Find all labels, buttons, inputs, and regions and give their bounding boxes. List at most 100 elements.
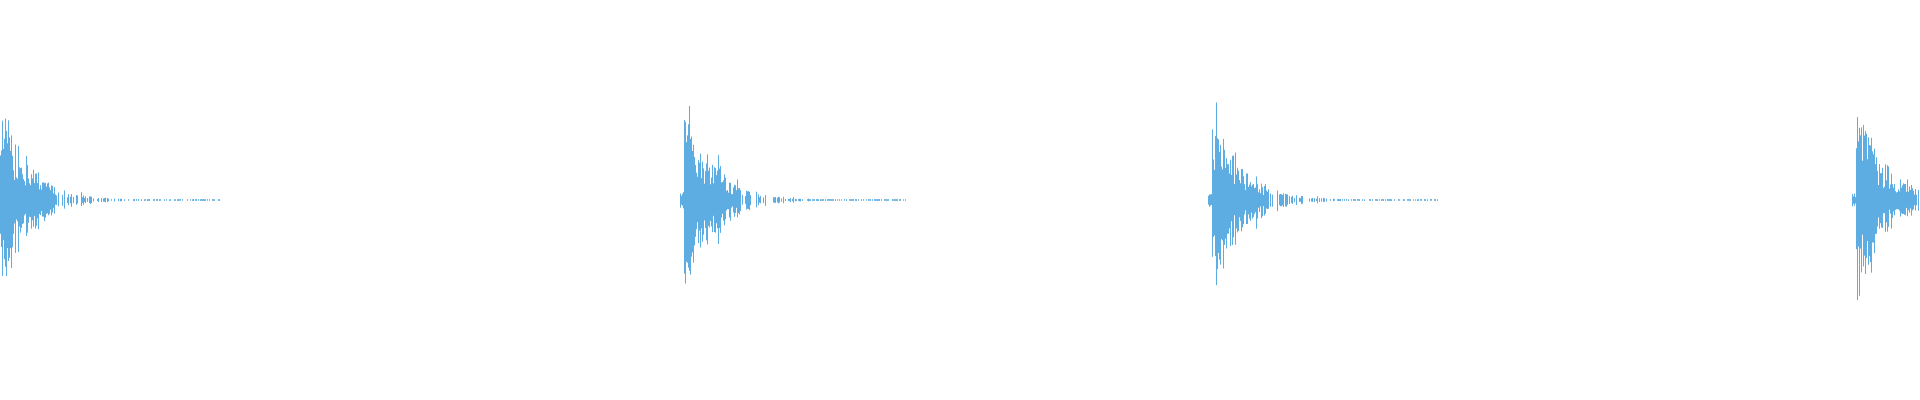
waveform-sample [724, 174, 725, 226]
waveform-sample [700, 153, 701, 248]
waveform-sample [773, 197, 774, 203]
waveform-sample [1908, 191, 1909, 211]
waveform-sample [705, 171, 706, 229]
waveform-sample [749, 191, 750, 211]
waveform-sample [164, 199, 165, 201]
waveform-sample [1302, 196, 1303, 204]
waveform-sample [831, 199, 832, 201]
waveform-sample [6, 131, 7, 277]
waveform-sample [879, 199, 880, 201]
waveform-sample [218, 199, 219, 201]
waveform-sample [1243, 176, 1244, 225]
waveform-sample [1351, 199, 1352, 201]
waveform-sample [1364, 199, 1365, 201]
waveform-sample [683, 192, 684, 209]
waveform-sample [1262, 187, 1263, 217]
waveform-sample [1242, 168, 1243, 228]
waveform-sample [1434, 199, 1435, 201]
waveform-sample [1427, 199, 1428, 201]
waveform-sample [703, 168, 704, 235]
waveform-sample [701, 178, 702, 229]
waveform-sample [694, 157, 695, 246]
waveform-sample [42, 182, 43, 217]
waveform-sample [120, 198, 121, 202]
waveform-sample [1424, 199, 1425, 201]
waveform-sample [884, 199, 885, 201]
waveform-sample [148, 199, 149, 201]
waveform-sample [1909, 186, 1910, 213]
waveform-sample [810, 199, 811, 201]
waveform-sample [1409, 199, 1410, 201]
waveform-sample [50, 190, 51, 210]
waveform-sample [1912, 188, 1913, 211]
waveform-sample [893, 199, 894, 201]
waveform-sample [1859, 127, 1860, 296]
waveform-sample [1317, 196, 1318, 204]
waveform-sample [1413, 199, 1414, 201]
waveform-sample [1906, 191, 1907, 208]
waveform-sample [807, 199, 808, 201]
waveform-sample [45, 182, 46, 218]
waveform-sample [84, 198, 85, 202]
waveform-sample [1342, 199, 1343, 201]
waveform-sample [1853, 196, 1854, 204]
waveform-sample [1217, 138, 1218, 270]
waveform-sample [866, 199, 867, 201]
waveform-sample [841, 199, 842, 201]
waveform-sample [745, 196, 746, 204]
waveform-sample [1355, 199, 1356, 201]
waveform-sample [692, 150, 693, 253]
waveform-sample [52, 185, 53, 213]
waveform-sample [820, 199, 821, 201]
waveform-sample [1309, 198, 1310, 202]
waveform-sample [213, 199, 214, 201]
waveform-sample [51, 185, 52, 216]
waveform-burst [680, 105, 906, 284]
waveform-sample [3, 148, 4, 240]
waveform-sample [9, 137, 10, 258]
waveform-bars [0, 102, 1919, 301]
waveform-sample [1241, 169, 1242, 232]
waveform-sample [1301, 195, 1302, 205]
waveform-sample [695, 164, 696, 237]
waveform-sample [875, 199, 876, 201]
waveform-sample [1883, 187, 1884, 214]
waveform-sample [1421, 199, 1422, 201]
waveform-sample [855, 199, 856, 201]
waveform-sample [682, 193, 683, 206]
waveform-sample [812, 199, 813, 201]
waveform-sample [1339, 199, 1340, 201]
waveform-sample [2, 120, 3, 276]
waveform-sample [719, 168, 720, 228]
waveform-sample [180, 199, 181, 201]
waveform-sample [43, 182, 44, 217]
waveform-sample [134, 199, 135, 202]
waveform-sample [777, 197, 778, 203]
waveform-sample [690, 138, 691, 275]
waveform-sample [685, 121, 686, 284]
waveform-sample [198, 199, 199, 201]
waveform-sample [707, 154, 708, 245]
waveform-sample [1340, 198, 1341, 202]
waveform-sample [1216, 102, 1217, 286]
waveform-sample [207, 199, 208, 201]
waveform-sample [0, 155, 1, 234]
waveform-sample [730, 182, 731, 221]
waveform-sample [829, 199, 830, 201]
waveform-sample [899, 199, 900, 201]
waveform-sample [792, 198, 793, 202]
waveform-sample [839, 199, 840, 201]
waveform-sample [698, 159, 699, 244]
waveform-sample [1863, 124, 1864, 267]
waveform-sample [689, 105, 690, 271]
waveform-sample [870, 199, 871, 201]
waveform-sample [1254, 188, 1255, 214]
waveform-sample [1266, 190, 1267, 209]
waveform-sample [699, 162, 700, 231]
waveform-sample [1878, 185, 1879, 218]
waveform-sample [1259, 189, 1260, 212]
waveform-sample [1915, 188, 1916, 211]
waveform-sample [1263, 195, 1264, 207]
waveform-sample [1247, 173, 1248, 225]
